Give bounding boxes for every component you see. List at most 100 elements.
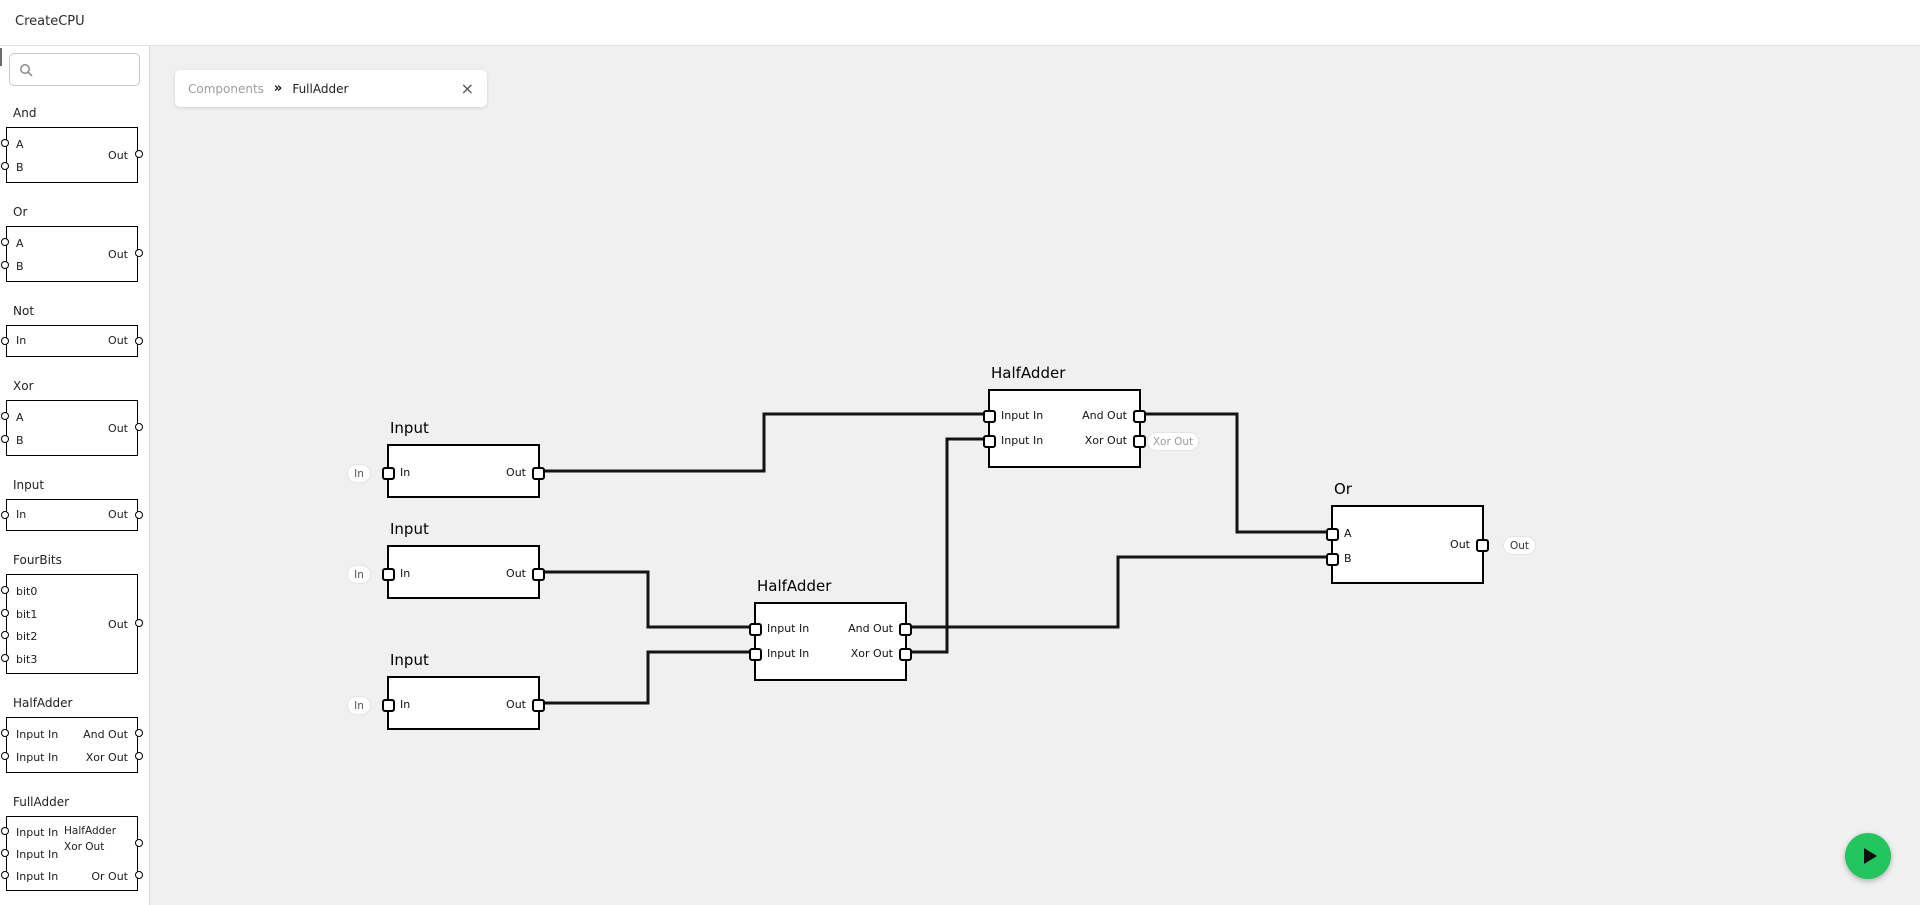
editor-tab[interactable]: Components » FullAdder × [175, 70, 487, 107]
component-preview-halfadder[interactable]: Input In Input In And Out Xor Out [1, 717, 143, 773]
port-out[interactable] [532, 568, 545, 581]
node-title: HalfAdder [757, 577, 832, 595]
port-in[interactable] [983, 435, 996, 448]
port-in[interactable] [382, 568, 395, 581]
port-label: Input In [16, 751, 59, 764]
component-preview-and[interactable]: A B Out [1, 127, 143, 183]
search-input[interactable] [39, 62, 129, 77]
port-in[interactable] [1, 849, 9, 857]
port-in[interactable] [1, 871, 9, 879]
node-halfadder-bottom[interactable]: HalfAdder Input In Input In And Out Xor … [749, 577, 912, 681]
component-preview-or[interactable]: A B Out [1, 226, 143, 282]
port-out[interactable] [135, 729, 143, 737]
port-label: Out [506, 567, 526, 580]
port-out[interactable] [135, 511, 143, 519]
port-out[interactable] [135, 423, 143, 431]
node-halfadder-top[interactable]: HalfAdder Input In Input In And Out Xor … [983, 364, 1199, 468]
wire [540, 412, 988, 473]
component-preview-not[interactable]: In Out [1, 325, 143, 357]
port-in[interactable] [1, 586, 9, 594]
port-label: Input In [16, 870, 59, 883]
port-in[interactable] [1, 654, 9, 662]
chevron-right-icon: » [273, 81, 283, 96]
component-label-halfadder: HalfAdder [13, 696, 73, 710]
port-label: And Out [83, 728, 128, 741]
port-label: Input In [767, 622, 810, 635]
node-input-2[interactable]: Input In In Out [347, 520, 545, 599]
port-out[interactable] [135, 150, 143, 158]
port-in[interactable] [1, 511, 9, 519]
port-label: A [16, 237, 24, 250]
port-out[interactable] [532, 467, 545, 480]
component-label-fourbits: FourBits [13, 553, 62, 567]
close-icon[interactable]: × [460, 78, 474, 98]
port-label: A [1344, 527, 1352, 540]
port-out[interactable] [135, 337, 143, 345]
port-out[interactable] [135, 871, 143, 879]
port-in[interactable] [1, 337, 9, 345]
node-input-3[interactable]: Input In In Out [347, 651, 545, 730]
wire [907, 437, 988, 654]
port-out[interactable] [1133, 435, 1146, 448]
port-in[interactable] [1, 162, 9, 170]
wire [540, 650, 754, 705]
port-out[interactable] [899, 648, 912, 661]
circuit-canvas[interactable]: Components » FullAdder × Input In In Out… [150, 46, 1920, 905]
port-label: Input In [16, 848, 59, 861]
port-label: bit0 [16, 585, 38, 598]
port-in[interactable] [1, 139, 9, 147]
port-in[interactable] [1326, 553, 1339, 566]
node-input-1[interactable]: Input In In Out [347, 419, 545, 498]
output-badge: Out [1503, 536, 1536, 555]
component-search[interactable] [9, 53, 140, 86]
port-label: Input In [767, 647, 810, 660]
port-in[interactable] [749, 648, 762, 661]
port-label: Out [108, 248, 128, 261]
port-out[interactable] [135, 249, 143, 257]
port-out[interactable] [1476, 539, 1489, 552]
port-in[interactable] [1, 752, 9, 760]
port-in[interactable] [983, 410, 996, 423]
port-in[interactable] [1, 261, 9, 269]
component-preview-fourbits[interactable]: bit0 bit1 bit2 bit3 Out [1, 574, 143, 674]
port-label: Out [108, 422, 128, 435]
port-label: Out [108, 618, 128, 631]
port-in[interactable] [749, 623, 762, 636]
port-out[interactable] [899, 623, 912, 636]
port-out[interactable] [135, 752, 143, 760]
run-button[interactable] [1845, 833, 1891, 879]
port-label: B [16, 260, 24, 273]
input-value-badge[interactable]: In [347, 464, 371, 483]
port-label: A [16, 411, 24, 424]
component-label-and: And [13, 106, 37, 120]
port-in[interactable] [1, 729, 9, 737]
port-label: And Out [1082, 409, 1127, 422]
port-out[interactable] [532, 699, 545, 712]
component-preview-xor[interactable]: A B Out [1, 400, 143, 456]
component-list: And A B Out Or A B Out Not In Out Xo [0, 94, 149, 891]
component-preview-fulladder[interactable]: Input In Input In Input In HalfAdder Xor… [1, 816, 143, 891]
node-title: Or [1334, 480, 1352, 498]
port-label: B [16, 161, 24, 174]
scrollbar-tick [0, 48, 2, 66]
breadcrumb-components[interactable]: Components [188, 81, 264, 96]
port-in[interactable] [1, 827, 9, 835]
port-label: Out [506, 698, 526, 711]
component-preview-input[interactable]: In Out [1, 499, 143, 531]
input-value-badge[interactable]: In [347, 696, 371, 715]
port-out[interactable] [135, 839, 143, 847]
port-label: A [16, 138, 24, 151]
port-in[interactable] [1, 412, 9, 420]
port-out[interactable] [135, 619, 143, 627]
port-in[interactable] [382, 467, 395, 480]
input-value-badge[interactable]: In [347, 565, 371, 584]
node-or[interactable]: Or A B Out Out [1326, 480, 1536, 584]
port-out[interactable] [1133, 410, 1146, 423]
port-in[interactable] [1, 435, 9, 443]
port-label: Input In [1001, 409, 1044, 422]
port-in[interactable] [1, 631, 9, 639]
port-in[interactable] [1, 609, 9, 617]
port-in[interactable] [1326, 528, 1339, 541]
port-in[interactable] [382, 699, 395, 712]
port-in[interactable] [1, 238, 9, 246]
